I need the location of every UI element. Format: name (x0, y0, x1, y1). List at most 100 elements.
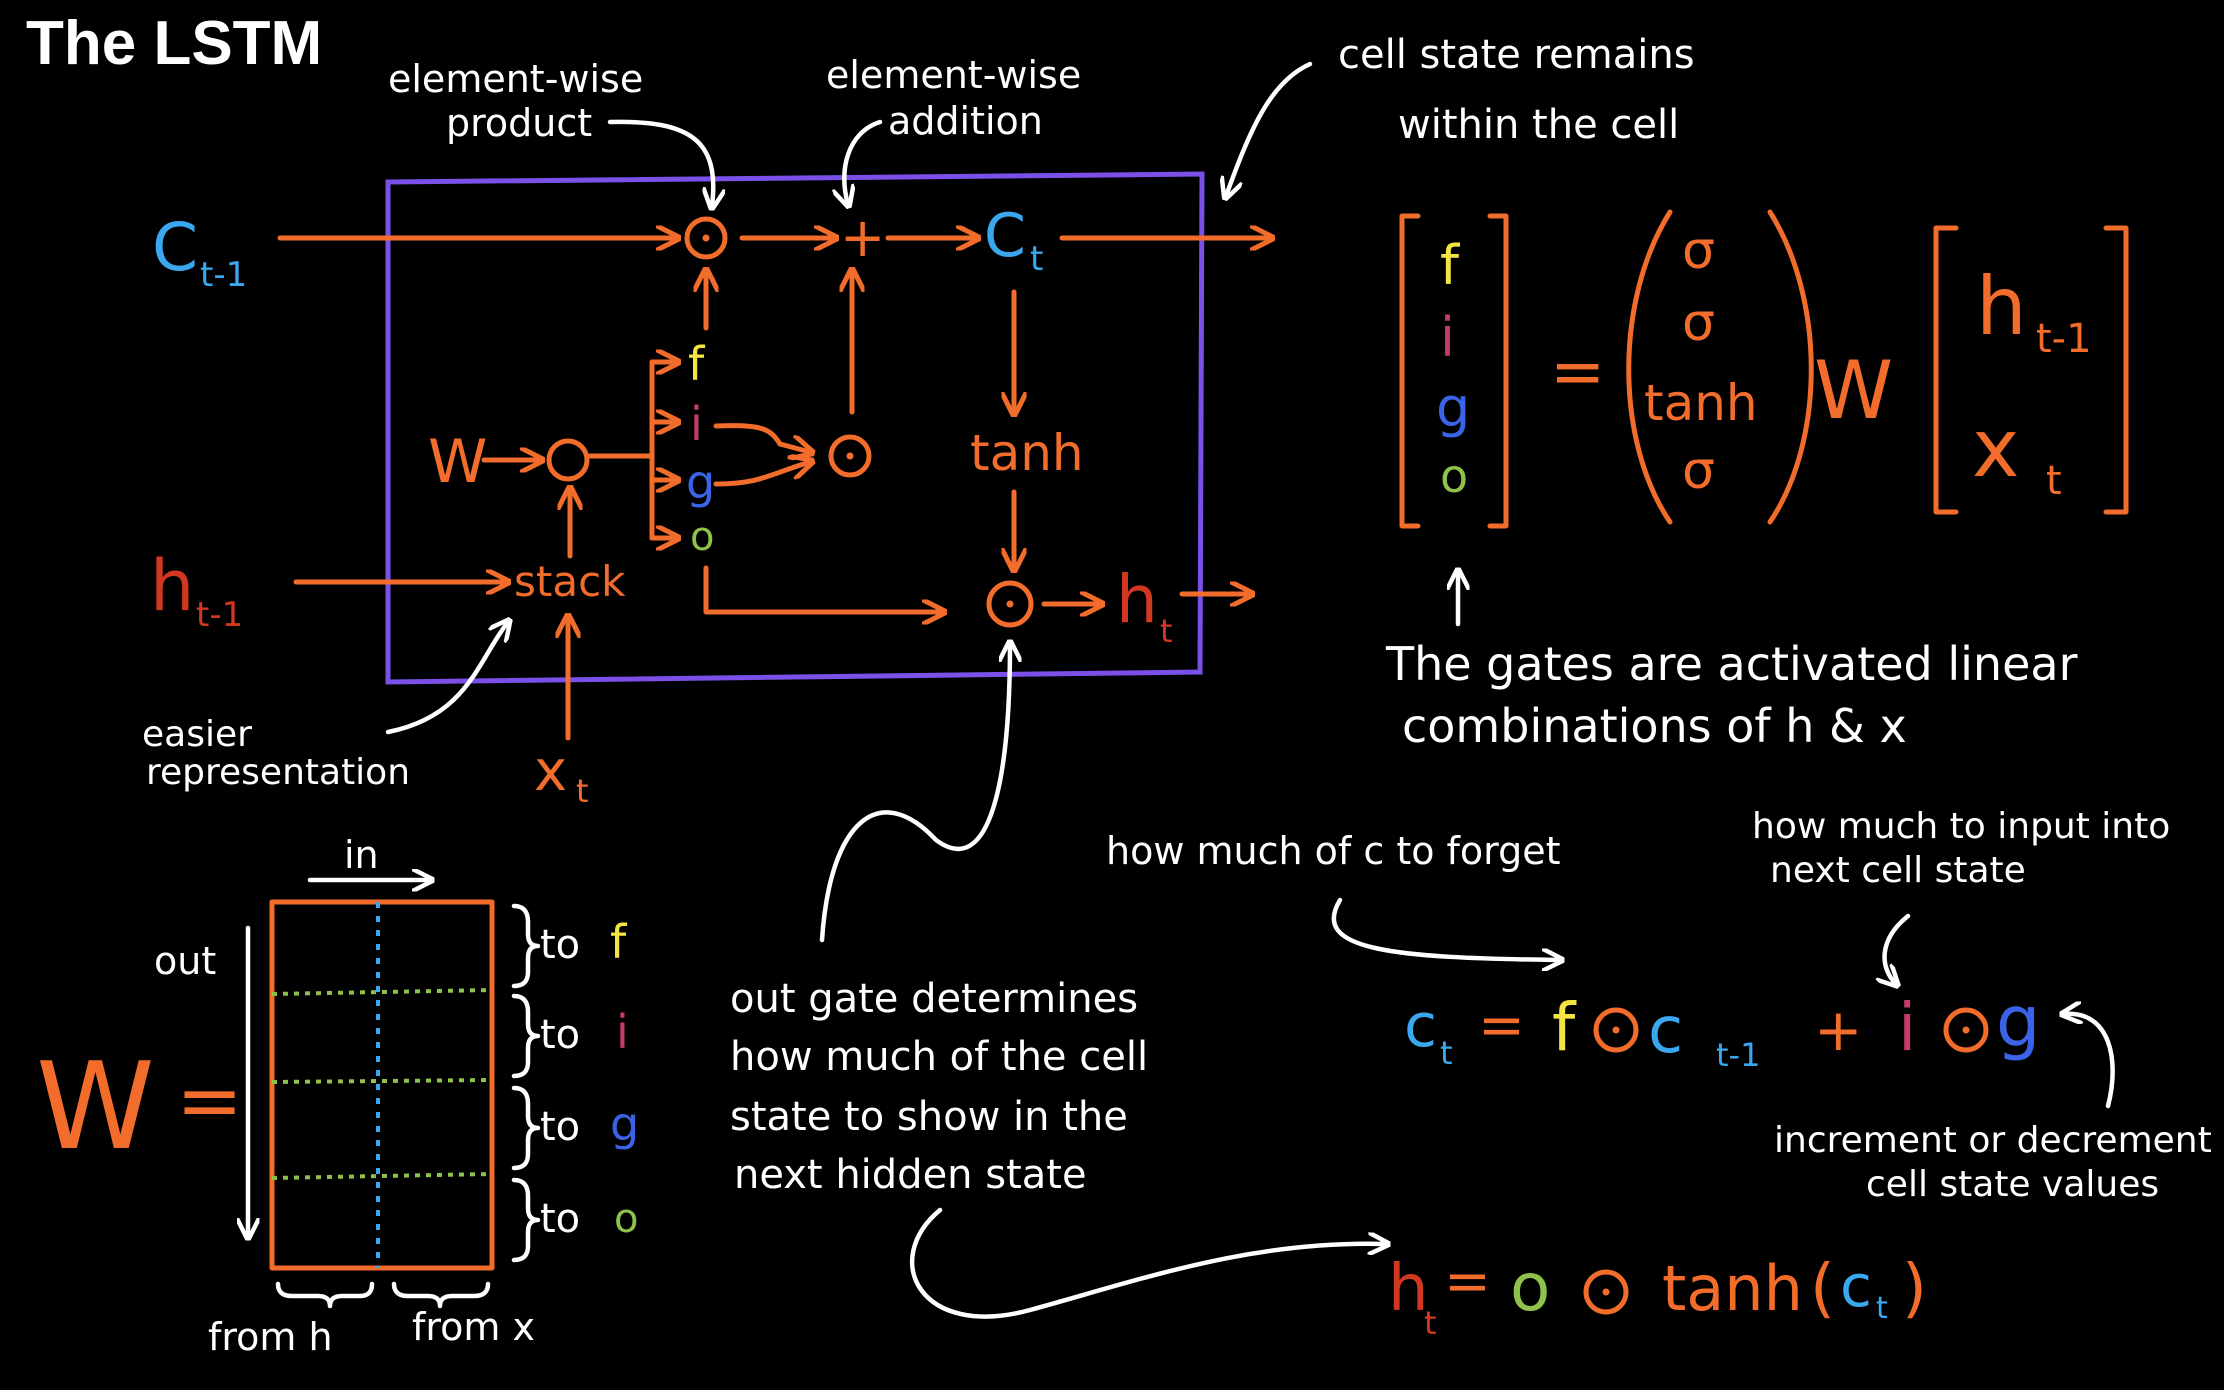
matrix-row-1-label: to (540, 922, 580, 968)
hidden-eq-c-sub: t (1876, 1291, 1888, 1326)
matrix-from-x: from x (412, 1305, 535, 1349)
input-h: h (1976, 260, 2027, 353)
h-t-label: h (1116, 561, 1158, 638)
matrix-row-3-gate: g (610, 1097, 639, 1151)
arrow-o-to-output-product (703, 565, 942, 612)
input-h-sub: t-1 (2036, 316, 2092, 362)
note-forget-arrow (1331, 897, 1560, 960)
input-product-node (828, 434, 872, 478)
gate-i: i (690, 397, 703, 451)
cell-eq-plus: + (1814, 996, 1863, 1064)
matrix-from-h: from h (208, 1315, 333, 1359)
hidden-equation: h t = o tanh ( c t ) (1388, 1249, 1927, 1342)
forget-product-dot (702, 234, 710, 242)
matrix-col-brace-x (391, 1281, 491, 1309)
cell-eq-product-2 (1943, 1007, 1989, 1053)
note-easier-line2: representation (146, 752, 410, 793)
vector-f: f (1440, 234, 1461, 297)
gate-W: W (1814, 344, 1893, 437)
addition-node: + (840, 206, 885, 269)
page-title: The LSTM (26, 9, 323, 78)
x-t-sub: t (576, 772, 589, 810)
note-input-line2: next cell state (1770, 850, 2026, 891)
vector-g: g (1436, 376, 1470, 439)
vector-o: o (1440, 449, 1468, 503)
matrix-in-label: in (344, 833, 379, 877)
cell-boundary (385, 171, 1205, 685)
activation-3: tanh (1644, 374, 1758, 432)
stack-node: stack (514, 557, 626, 606)
input-x: x (1972, 402, 2019, 495)
hidden-eq-lhs: h (1388, 1252, 1429, 1326)
input-product-dot (846, 452, 854, 460)
gate-equation: f i g o = σ σ tanh σ W h t-1 x t (1399, 209, 2129, 529)
arrow-i-to-input-product (713, 423, 810, 452)
c-t-sub: t (1030, 239, 1043, 279)
cell-eq-product-1-dot (1612, 1026, 1620, 1034)
c-prev-sub: t-1 (200, 255, 247, 295)
note-outgate-arrow-to-product (819, 644, 1010, 943)
hidden-eq-product-dot (1602, 1288, 1610, 1296)
matrix-box (269, 899, 495, 1271)
h-prev-sub: t-1 (196, 595, 243, 635)
cell-eq-product-1 (1593, 1007, 1639, 1053)
matrix-row-brace-4 (511, 1177, 541, 1263)
matrix-equals: = (176, 1054, 243, 1147)
gate-f: f (688, 337, 706, 391)
note-addition-arrow (844, 119, 883, 204)
matrix-row-brace-1 (511, 903, 541, 989)
gate-equals: = (1550, 333, 1605, 410)
matrix-row-2-gate: i (616, 1005, 629, 1059)
annotations: element-wise product element-wise additi… (142, 32, 2212, 1319)
forget-product-node (684, 216, 728, 260)
matrix-row-3-label: to (540, 1104, 580, 1150)
note-gates-line1: The gates are activated linear (1385, 637, 2078, 691)
hidden-eq-product (1583, 1269, 1629, 1315)
matrix-col-brace-h (275, 1281, 375, 1309)
note-addition-line1: element-wise (826, 53, 1081, 97)
matrix-row-split-2 (271, 1078, 493, 1084)
matrix-row-split-3 (271, 1172, 493, 1180)
input-bracket-left (1933, 225, 1959, 515)
vector-bracket-right (1487, 213, 1509, 529)
hidden-eq-c: c (1840, 1252, 1872, 1320)
hidden-eq-equals: = (1444, 1249, 1491, 1314)
c-t-label: C (984, 201, 1026, 271)
matrix-row-brace-2 (511, 993, 541, 1079)
note-outgate-line2: how much of the cell (730, 1034, 1148, 1080)
note-forget: how much of c to forget (1106, 829, 1561, 873)
hidden-eq-close: ) (1902, 1252, 1927, 1326)
cell-eq-equals: = (1478, 993, 1525, 1058)
gate-o: o (690, 514, 714, 560)
arrow-g-to-input-product (713, 462, 810, 487)
weight-matrix: W = in out to f to i to g to o from h fr… (36, 833, 639, 1359)
note-increment-arrow (2064, 1014, 2115, 1109)
note-input-arrow (1885, 913, 1911, 984)
vector-bracket-left (1399, 213, 1421, 529)
note-addition-line2: addition (888, 99, 1043, 143)
h-t-sub: t (1160, 612, 1173, 650)
matrix-row-4-gate: o (614, 1196, 638, 1242)
activation-paren-left (1626, 209, 1673, 525)
matrix-row-2-label: to (540, 1012, 580, 1058)
hidden-eq-open: ( (1810, 1252, 1835, 1326)
c-prev-label: C (152, 209, 198, 286)
note-gates-line2: combinations of h & x (1402, 699, 1907, 753)
note-outgate-line1: out gate determines (730, 976, 1138, 1022)
note-increment-line2: cell state values (1866, 1164, 2159, 1205)
output-product-node (986, 580, 1034, 628)
cell-eq-lhs: c (1404, 991, 1437, 1061)
cell-eq-lhs-sub: t (1440, 1034, 1453, 1072)
hidden-eq-o: o (1510, 1249, 1550, 1326)
activation-1: σ (1682, 221, 1715, 281)
x-t-label: x (534, 739, 567, 804)
note-cellstate-line1: cell state remains (1338, 32, 1695, 78)
matmul-node (546, 438, 590, 482)
note-outgate-line4: next hidden state (734, 1152, 1087, 1198)
note-input-line1: how much to input into (1752, 806, 2170, 847)
note-increment-line1: increment or decrement (1774, 1120, 2212, 1161)
note-cellstate-arrow (1226, 61, 1313, 196)
tanh-node: tanh (970, 424, 1084, 482)
note-easier-arrow (385, 622, 508, 735)
hidden-eq-tanh: tanh (1662, 1252, 1803, 1325)
